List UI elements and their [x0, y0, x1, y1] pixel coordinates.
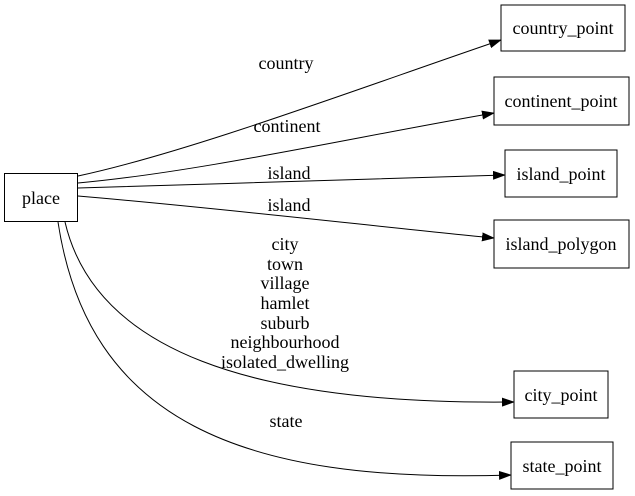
node-continent-point: continent_point: [493, 76, 630, 126]
edge-label-island-polygon: island: [268, 195, 311, 215]
node-island-polygon: island_polygon: [493, 219, 630, 269]
edge-label-line: isolated_dwelling: [221, 352, 349, 372]
node-place: place: [4, 173, 78, 222]
node-island-polygon-box: [493, 219, 630, 269]
edge-labels-group: country continent island island city tow…: [221, 53, 349, 431]
node-country-point-box: [500, 4, 626, 52]
edge-place-island-point: [77, 170, 506, 189]
node-island-point-label: island_point: [517, 164, 606, 184]
edge-label-country: country: [259, 53, 314, 73]
node-island-point-box: [504, 149, 618, 198]
edge-label-continent: continent: [254, 116, 321, 136]
node-state-point-label: state_point: [523, 456, 602, 476]
node-city-point-label: city_point: [525, 385, 598, 405]
edge-place-continent-point: [77, 110, 495, 184]
edge-label-line: neighbourhood: [231, 332, 340, 352]
edge-place-island-polygon: [77, 195, 495, 242]
node-place-box: [4, 173, 78, 222]
edge-label-city-point: city town village hamlet suburb neighbou…: [221, 234, 349, 372]
edge-place-country-point: [77, 39, 502, 177]
node-island-point: island_point: [504, 149, 618, 198]
edge-label-line: city: [272, 234, 299, 254]
node-country-point: country_point: [500, 4, 626, 52]
node-island-polygon-label: island_polygon: [506, 234, 617, 254]
edge-place-state-point: [57, 221, 512, 480]
edge-label-state: state: [270, 411, 303, 431]
node-continent-point-label: continent_point: [505, 91, 618, 111]
node-place-label: place: [22, 188, 60, 208]
node-country-point-label: country_point: [513, 18, 614, 38]
node-city-point: city_point: [513, 370, 609, 419]
edge-label-line: hamlet: [261, 293, 310, 313]
node-city-point-box: [513, 370, 609, 419]
edge-label-line: village: [261, 273, 310, 293]
edge-label-line: town: [267, 254, 303, 274]
node-state-point-box: [510, 441, 614, 490]
edge-label-island-point: island: [268, 163, 311, 183]
edge-place-city-point: [64, 221, 515, 407]
nodes-group: place country_point continent_point isla…: [4, 4, 630, 490]
node-state-point: state_point: [510, 441, 614, 490]
edge-label-line: suburb: [261, 313, 310, 333]
node-continent-point-box: [493, 76, 630, 126]
edges-group: [57, 39, 515, 480]
